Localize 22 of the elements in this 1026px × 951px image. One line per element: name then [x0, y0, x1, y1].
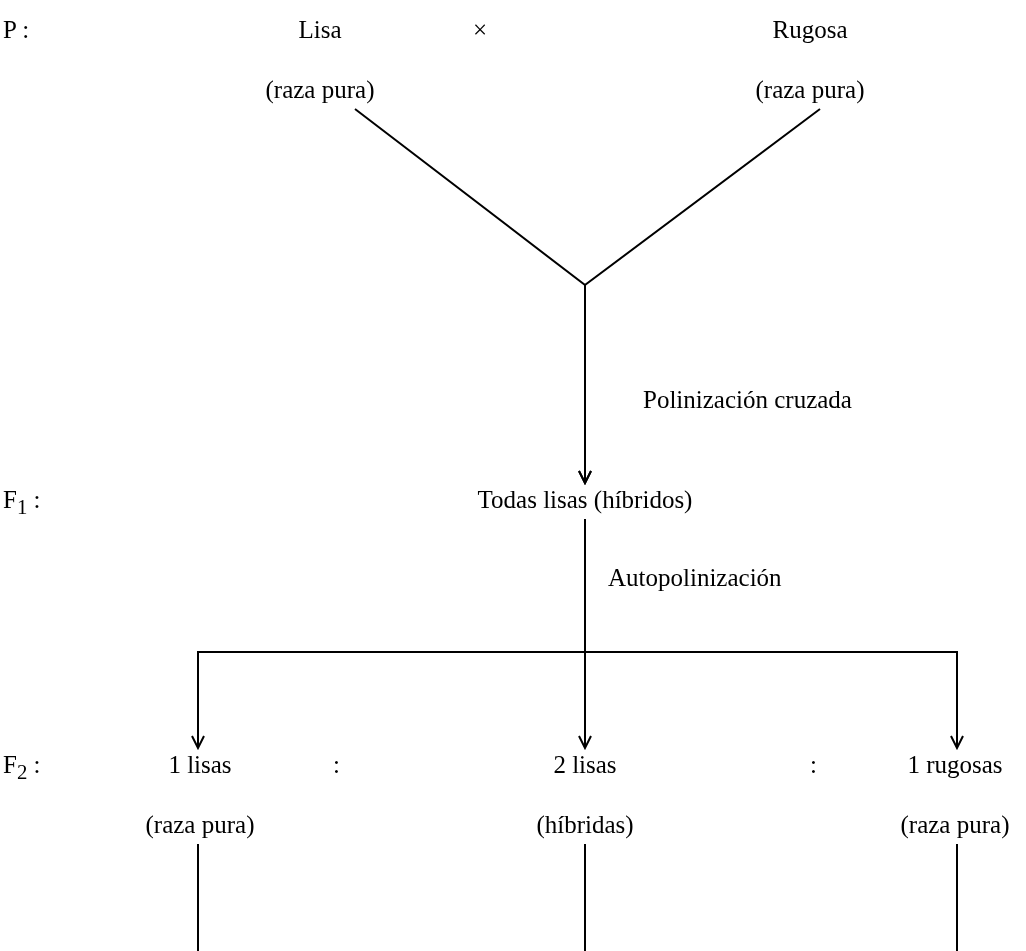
generation-label: :	[810, 750, 817, 780]
breed-note: (raza pura)	[900, 810, 1010, 840]
generation-label: F$_{1}$ :	[3, 485, 41, 521]
phenotype-label: Todas lisas (híbridos)	[477, 485, 693, 515]
arrow	[578, 108, 821, 484]
phenotype-label: 1 lisas	[168, 750, 232, 780]
connector-line	[956, 843, 958, 951]
phenotype-label: Rugosa	[772, 15, 848, 45]
phenotype-label: 1 rugosas	[907, 750, 1003, 780]
breed-note: (híbridas)	[536, 810, 634, 840]
breed-note: (raza pura)	[145, 810, 255, 840]
breed-note: (raza pura)	[755, 75, 865, 105]
generation-label: :	[333, 750, 340, 780]
connector-line	[197, 843, 199, 951]
arrow	[584, 518, 964, 749]
generation-label: P :	[3, 15, 30, 45]
breed-note: (raza pura)	[265, 75, 375, 105]
connector-line	[584, 843, 586, 951]
phenotype-label: Lisa	[298, 15, 342, 45]
generation-label: F$_{2}$ :	[3, 750, 41, 786]
generation-label: ×	[473, 15, 488, 45]
phenotype-label: 2 lisas	[553, 750, 617, 780]
